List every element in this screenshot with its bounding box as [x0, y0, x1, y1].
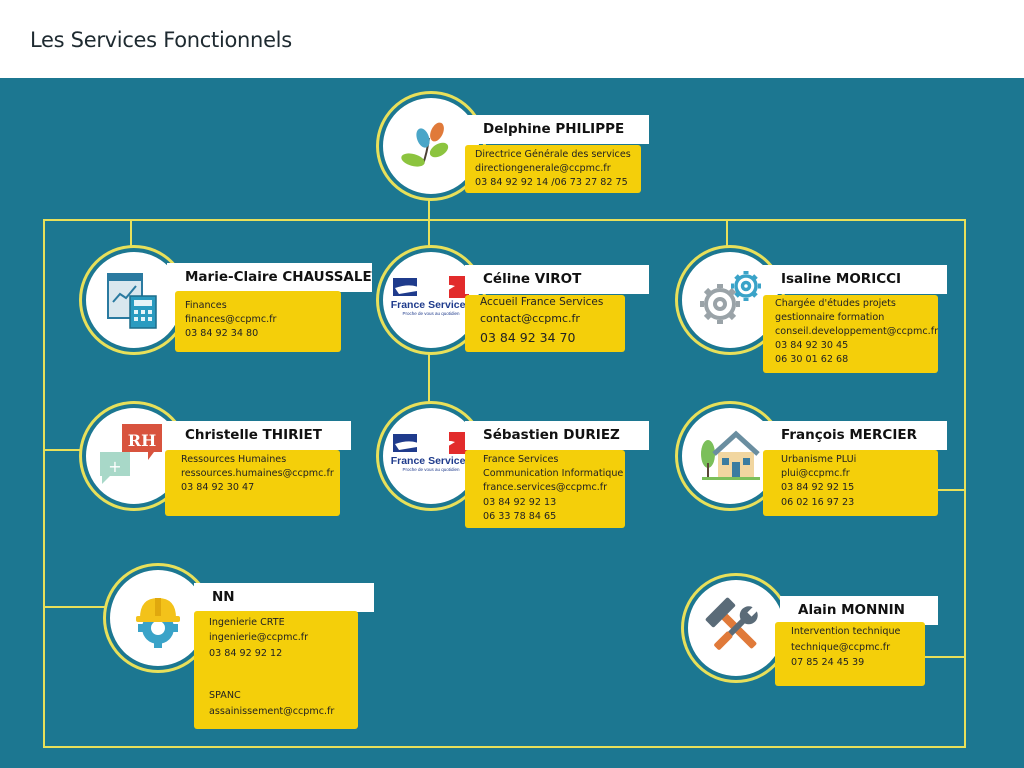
card-line: 03 84 92 92 14 /06 73 27 82 75 — [475, 177, 628, 188]
card-line: Communication Informatique — [483, 468, 624, 480]
card-informatique: France Services Communication Informatiq… — [465, 450, 625, 528]
card-line: 03 84 92 92 15 — [781, 482, 855, 494]
card-line: 06 33 78 84 65 — [483, 510, 557, 522]
card-line: gestionnaire formation — [775, 312, 885, 323]
leaves-logo-icon — [401, 122, 449, 167]
card-line: assainissement@ccpmc.fr — [209, 705, 335, 717]
name-informatique: Sébastien DURIEZ — [465, 421, 649, 450]
svg-text:+: + — [108, 457, 121, 476]
page-title: Les Services Fonctionnels — [30, 28, 292, 52]
card-line: Urbanisme PLUi — [781, 454, 857, 465]
card-technique: Intervention technique technique@ccpmc.f… — [775, 622, 925, 686]
avatar-technique — [684, 576, 788, 680]
name-technique: Alain MONNIN — [780, 596, 938, 625]
card-line: Chargée d'études projets — [775, 298, 896, 309]
card-line: SPANC — [209, 690, 241, 702]
card-urbanisme: Urbanisme PLUi plui@ccpmc.fr 03 84 92 92… — [763, 450, 938, 516]
house-icon — [701, 430, 760, 480]
card-projets: Chargée d'études projets gestionnaire fo… — [763, 295, 938, 373]
card-director: Directrice Générale des services directi… — [465, 145, 641, 193]
card-line: Directrice Générale des services — [475, 149, 631, 160]
card-finances: Finances finances@ccpmc.fr 03 84 92 34 8… — [175, 291, 341, 352]
card-line: finances@ccpmc.fr — [185, 314, 277, 326]
name-finances: Marie-Claire CHAUSSALET — [167, 263, 372, 292]
card-line: plui@ccpmc.fr — [781, 468, 850, 480]
card-line — [209, 661, 343, 688]
name-director: Delphine PHILIPPE — [465, 115, 649, 144]
card-line: conseil.developpement@ccpmc.fr — [775, 326, 938, 337]
france-services-logo-icon: France Services Proche de vous au quotid… — [391, 432, 472, 472]
card-line: france.services@ccpmc.fr — [483, 482, 608, 494]
hardhat-gear-icon — [136, 598, 180, 648]
avatar-ingenierie — [106, 566, 210, 670]
card-line: 03 84 92 34 80 — [185, 328, 259, 340]
card-line: 03 84 92 92 13 — [483, 496, 557, 508]
card-line: technique@ccpmc.fr — [791, 641, 891, 653]
card-line: ingenierie@ccpmc.fr — [209, 632, 309, 644]
card-line: 03 84 92 34 70 — [480, 330, 576, 345]
card-line: contact@ccpmc.fr — [480, 312, 580, 325]
calculator-icon — [107, 273, 157, 329]
card-line: 03 84 92 30 45 — [775, 340, 849, 351]
rh-speech-bubbles-icon: + RH — [100, 424, 162, 484]
header: Les Services Fonctionnels — [0, 0, 1024, 78]
card-line: Intervention technique — [791, 626, 901, 637]
france-services-logo-text: France Services — [391, 299, 472, 311]
card-line: 03 84 92 92 12 — [209, 647, 283, 659]
card-line: Ressources Humaines — [181, 454, 287, 465]
card-ingenierie: Ingenierie CRTE ingenierie@ccpmc.fr 03 8… — [194, 611, 358, 729]
card-line: France Services — [483, 454, 559, 465]
name-urbanisme: François MERCIER — [763, 421, 947, 450]
card-line: 06 02 16 97 23 — [781, 496, 855, 508]
name-ingenierie: NN — [194, 583, 374, 612]
card-line: 07 85 24 45 39 — [791, 657, 865, 668]
name-accueil: Céline VIROT — [465, 265, 649, 294]
name-projets: Isaline MORICCI — [763, 265, 947, 294]
tools-icon — [705, 597, 759, 650]
card-line: Ingenierie CRTE — [209, 617, 285, 628]
card-line: directiongenerale@ccpmc.fr — [475, 163, 611, 174]
card-line: Finances — [185, 300, 227, 311]
card-rh: Ressources Humaines ressources.humaines@… — [165, 450, 340, 516]
gears-icon — [700, 271, 761, 324]
card-line: 03 84 92 30 47 — [181, 482, 255, 494]
card-accueil: Accueil France Services contact@ccpmc.fr… — [465, 295, 625, 352]
name-rh: Christelle THIRIET — [167, 421, 351, 450]
card-line: 06 30 01 62 68 — [775, 354, 849, 365]
card-line: Accueil France Services — [480, 296, 604, 308]
france-services-logo-tagline: Proche de vous au quotidien — [402, 467, 460, 472]
card-line: ressources.humaines@ccpmc.fr — [181, 468, 334, 480]
france-services-logo-icon: France Services Proche de vous au quotid… — [391, 276, 472, 316]
svg-text:RH: RH — [128, 431, 156, 450]
france-services-logo-tagline: Proche de vous au quotidien — [402, 311, 460, 316]
france-services-logo-text: France Services — [391, 455, 472, 467]
